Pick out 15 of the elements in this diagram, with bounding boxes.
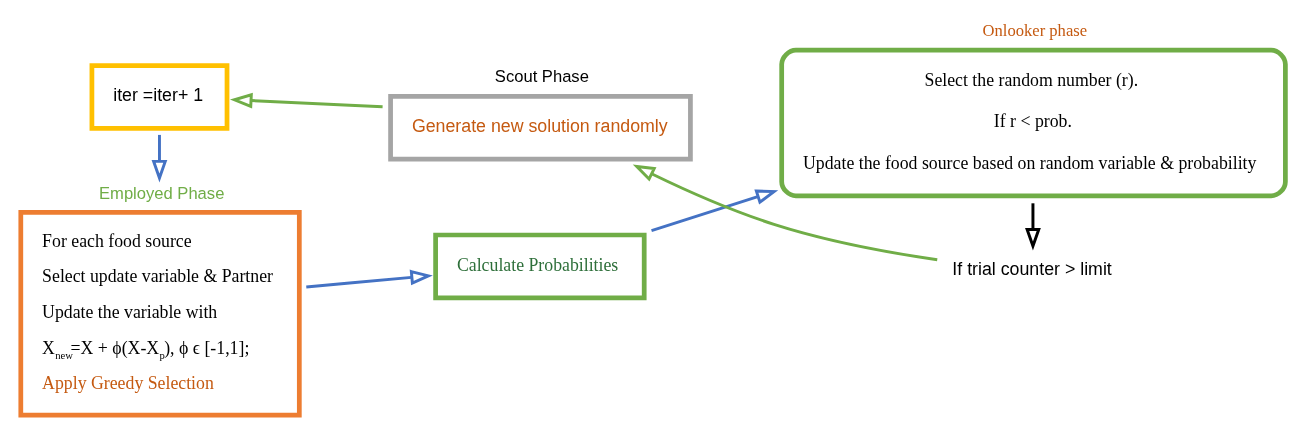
node-label: Employed Phase [99,183,225,202]
node-label: Scout Phase [494,66,589,86]
node-box: Calculate Probabilities [433,232,647,300]
node-text: If trial counter > limit [952,258,1112,279]
node-box: For each food source Select update variable & Partner Update the variable with X$_{new}$=X + ϕ(X-X$_{p}$), ϕ ϵ [-1,1]; Apply Greedy Selection [18,209,302,417]
node-box: iter =iter+ 1 [89,62,230,131]
arrow [651,189,779,232]
arrow [151,134,168,182]
node-label: Onlooker phase [982,20,1088,40]
arrow [1025,202,1041,250]
node-box: Generate new solution randomly [388,93,693,161]
arrow [632,163,938,261]
arrow [229,92,383,109]
arrow [306,269,433,288]
node-box: Select the random number (r). If r < prob. Update the food source based on random variable & probability [779,47,1288,198]
